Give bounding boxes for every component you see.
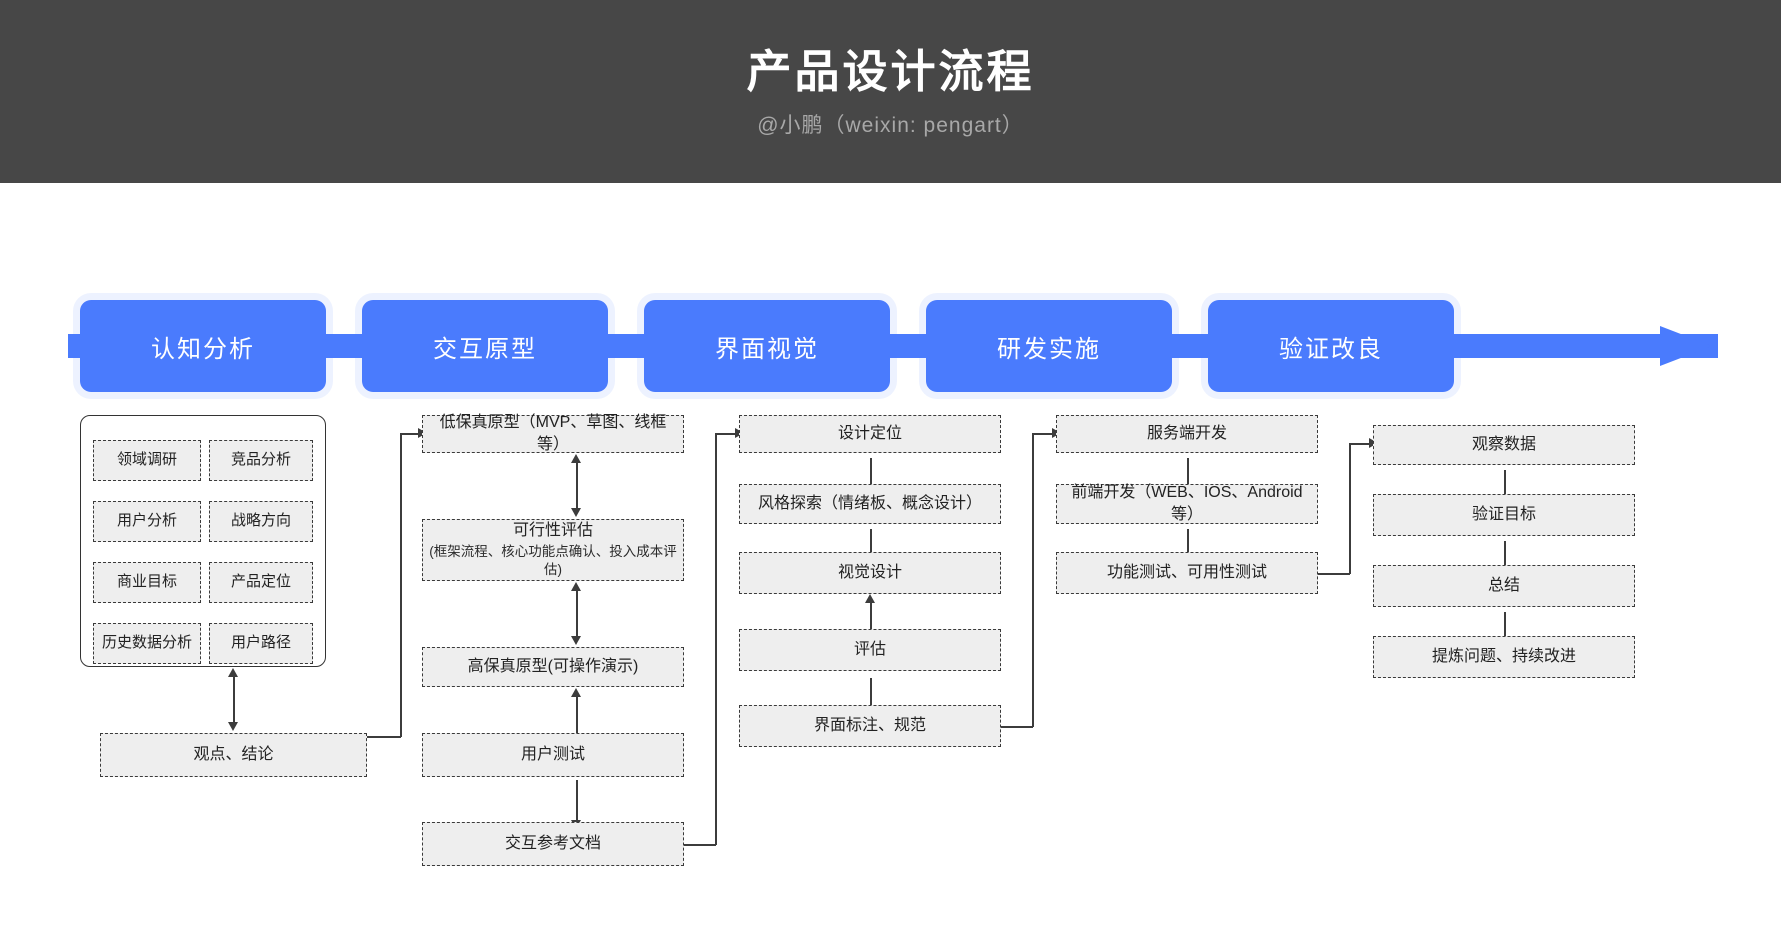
connector-usertest-doc <box>576 780 578 824</box>
connector-into-observe-data <box>1349 443 1371 445</box>
node-design-positioning[interactable]: 设计定位 <box>739 415 1001 453</box>
node-strategy-direction[interactable]: 战略方向 <box>209 501 313 542</box>
connector-into-design-positioning <box>715 433 737 435</box>
node-lowfi-prototype[interactable]: 低保真原型（MVP、草图、线框等） <box>422 414 684 453</box>
node-user-test[interactable]: 用户测试 <box>422 733 684 777</box>
connector-testing-up <box>1349 443 1351 574</box>
phase-rail-arrowhead-icon <box>1660 326 1712 366</box>
phase-pill-visual[interactable]: 界面视觉 <box>644 300 890 392</box>
node-continuous-improvement[interactable]: 提炼问题、持续改进 <box>1373 636 1635 678</box>
node-summary[interactable]: 总结 <box>1373 565 1635 607</box>
connector-doc-right <box>684 844 716 846</box>
connector-evaluation-spec <box>870 678 872 722</box>
node-evaluation[interactable]: 评估 <box>739 629 1001 671</box>
connector-spec-right <box>1001 726 1033 728</box>
phase-pill-prototype[interactable]: 交互原型 <box>362 300 608 392</box>
connector-doc-up <box>715 433 717 845</box>
node-visual-design[interactable]: 视觉设计 <box>739 552 1001 594</box>
arrowhead-up-icon <box>571 688 581 697</box>
connector-style-visual <box>870 529 872 573</box>
arrowhead-up-icon <box>865 594 875 603</box>
connector-into-lowfi <box>400 433 420 435</box>
connector-server-frontend <box>1187 458 1189 502</box>
connector-lowfi-feasibility <box>576 462 578 510</box>
node-feasibility-subtitle: (框架流程、核心功能点确认、投入成本评估) <box>429 544 677 578</box>
poster-header: 产品设计流程 @小鹏（weixin: pengart） <box>0 0 1781 183</box>
arrowhead-up-icon <box>571 454 581 463</box>
node-domain-research[interactable]: 领域调研 <box>93 440 201 481</box>
node-user-path[interactable]: 用户路径 <box>209 623 313 664</box>
node-hifi-prototype[interactable]: 高保真原型(可操作演示) <box>422 647 684 687</box>
phase-pill-cognition[interactable]: 认知分析 <box>80 300 326 392</box>
connector-conclusion-up <box>400 433 402 737</box>
node-interaction-doc[interactable]: 交互参考文档 <box>422 822 684 866</box>
connector-testing-right <box>1318 573 1350 575</box>
phase-pill-validation[interactable]: 验证改良 <box>1208 300 1454 392</box>
connector-summary-improve <box>1504 612 1506 656</box>
connector-observe-verify <box>1504 470 1506 514</box>
node-server-development[interactable]: 服务端开发 <box>1056 415 1318 453</box>
connector-cognition-to-conclusion <box>233 676 235 724</box>
connector-frontend-testing <box>1187 529 1189 573</box>
node-feasibility-assessment[interactable]: 可行性评估 (框架流程、核心功能点确认、投入成本评估) <box>422 519 684 581</box>
node-frontend-development[interactable]: 前端开发（WEB、IOS、Android等） <box>1056 484 1318 524</box>
arrowhead-up-icon <box>228 668 238 677</box>
arrowhead-down-icon <box>228 722 238 731</box>
connector-feasibility-hifi <box>576 590 578 638</box>
node-business-goal[interactable]: 商业目标 <box>93 562 201 603</box>
phase-pill-development[interactable]: 研发实施 <box>926 300 1172 392</box>
node-competitor-analysis[interactable]: 竞品分析 <box>209 440 313 481</box>
page-subtitle: @小鹏（weixin: pengart） <box>757 113 1024 137</box>
node-feasibility-title: 可行性评估 <box>512 522 593 540</box>
node-product-positioning[interactable]: 产品定位 <box>209 562 313 603</box>
connector-visual-evaluation <box>870 602 872 646</box>
arrowhead-up-icon <box>571 582 581 591</box>
connector-verify-summary <box>1504 541 1506 585</box>
node-functional-testing[interactable]: 功能测试、可用性测试 <box>1056 552 1318 594</box>
connector-conclusion-right <box>367 736 401 738</box>
node-verify-goal[interactable]: 验证目标 <box>1373 494 1635 536</box>
arrowhead-down-icon <box>571 636 581 645</box>
connector-into-server-dev <box>1032 433 1054 435</box>
node-conclusion[interactable]: 观点、结论 <box>100 733 367 777</box>
page-title: 产品设计流程 <box>746 45 1035 97</box>
connector-hifi-usertest <box>576 696 578 744</box>
connector-spec-up <box>1032 433 1034 727</box>
node-interface-spec[interactable]: 界面标注、规范 <box>739 705 1001 747</box>
node-observe-data[interactable]: 观察数据 <box>1373 425 1635 465</box>
node-historical-data[interactable]: 历史数据分析 <box>93 623 201 664</box>
connector-positioning-style <box>870 458 872 502</box>
node-user-analysis[interactable]: 用户分析 <box>93 501 201 542</box>
node-style-exploration[interactable]: 风格探索（情绪板、概念设计） <box>739 484 1001 524</box>
arrowhead-down-icon <box>571 508 581 517</box>
